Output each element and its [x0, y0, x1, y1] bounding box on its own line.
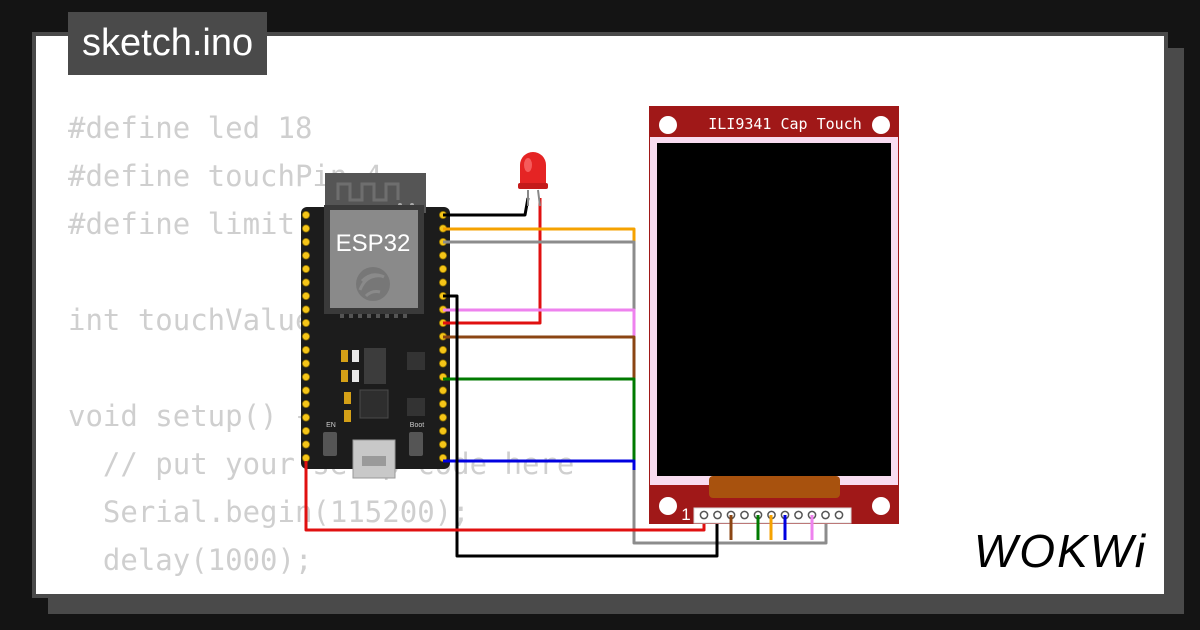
display-wire-stubs	[729, 515, 814, 540]
wire-pink	[443, 308, 636, 470]
red-led[interactable]	[518, 152, 548, 207]
header-pin	[301, 305, 310, 314]
header-pin	[301, 453, 310, 462]
boot-button[interactable]	[409, 432, 423, 456]
display-screen	[657, 143, 891, 476]
led-body	[520, 152, 546, 185]
code-line: Serial.println("Hello, ESP32!");	[68, 584, 662, 594]
code-line: int touchValue;	[68, 303, 330, 337]
code-line: void setup() {	[68, 399, 313, 433]
en-button[interactable]	[323, 432, 337, 456]
header-pin	[301, 332, 310, 341]
wire-led-gnd	[443, 197, 530, 217]
usb-uart-chip	[359, 389, 389, 419]
header-pin	[301, 210, 310, 219]
antenna-trace	[336, 182, 400, 202]
mount-hole	[872, 116, 890, 134]
display-label: ILI9341 Cap Touch	[708, 115, 862, 133]
module-pads	[340, 314, 407, 318]
mount-hole	[872, 497, 890, 515]
regulator-chip	[364, 348, 386, 384]
display-pin	[740, 510, 749, 520]
left-header-pins	[301, 210, 310, 462]
code-editor-background: #define led 18#define touchPin 4#define …	[68, 104, 662, 594]
header-pin	[301, 264, 310, 273]
header-pin	[301, 237, 310, 246]
flex-cable	[709, 476, 840, 498]
header-pin	[438, 399, 447, 408]
display-pin	[699, 510, 709, 520]
header-pin	[301, 291, 310, 300]
header-pin	[438, 440, 447, 449]
pin1-label: 1	[681, 505, 690, 524]
preview-card: #define led 18#define touchPin 4#define …	[32, 32, 1168, 598]
filename-tab[interactable]: sketch.ino	[68, 12, 268, 75]
mount-hole	[659, 497, 677, 515]
header-pin	[301, 413, 310, 422]
header-pin	[301, 372, 310, 381]
boot-button-label: Boot	[410, 422, 424, 429]
esp32-board[interactable]: ESP32 EN Boot	[301, 173, 450, 479]
code-line: delay(1000);	[68, 543, 313, 577]
wire-blue	[443, 459, 636, 470]
header-pin	[301, 440, 310, 449]
display-pin	[834, 510, 844, 520]
wire-brown	[443, 335, 636, 470]
header-pin	[301, 224, 310, 233]
ili9341-display[interactable]: ILI9341 Cap Touch 1	[649, 106, 899, 524]
wire-display-gnd	[443, 294, 719, 558]
header-pin	[301, 399, 310, 408]
header-pin	[301, 426, 310, 435]
wire-led-signal	[443, 198, 542, 325]
header-pin	[301, 278, 310, 287]
wokwi-logo: WOKWi	[974, 525, 1147, 577]
header-pin	[438, 251, 447, 260]
board-label: ESP32	[336, 230, 411, 257]
en-button-label: EN	[326, 422, 336, 429]
header-pin	[438, 386, 447, 395]
espressif-logo-icon	[356, 267, 390, 301]
header-pin	[438, 345, 447, 354]
mount-hole	[659, 116, 677, 134]
header-pin	[301, 386, 310, 395]
header-pin	[438, 413, 447, 422]
wire-gray	[443, 240, 828, 545]
code-line: #define touchPin 4	[68, 159, 383, 193]
header-pin	[438, 264, 447, 273]
display-pin	[821, 510, 830, 520]
header-pin	[301, 345, 310, 354]
display-pin	[713, 510, 722, 520]
display-pin	[794, 510, 803, 520]
code-line: Serial.begin(115200);	[68, 495, 470, 529]
header-pin	[301, 251, 310, 260]
wire-green	[443, 377, 636, 470]
header-pin	[301, 318, 310, 327]
header-pin	[438, 359, 447, 368]
header-pin	[438, 278, 447, 287]
code-line: #define led 18	[68, 111, 313, 145]
header-pin	[438, 426, 447, 435]
header-pin	[301, 359, 310, 368]
